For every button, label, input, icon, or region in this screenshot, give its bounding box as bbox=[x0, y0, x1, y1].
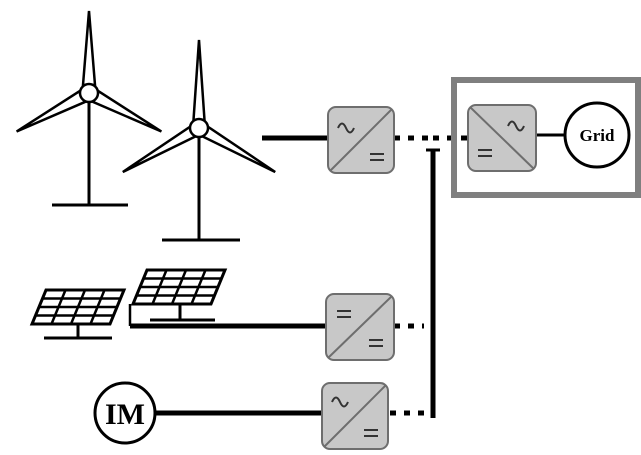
motor-converter bbox=[321, 382, 389, 450]
ac-symbol-icon bbox=[331, 396, 349, 408]
ac-symbol-icon bbox=[507, 120, 525, 132]
wind-converter bbox=[327, 106, 395, 174]
solar-panel-1 bbox=[30, 288, 126, 340]
ac-symbol-icon bbox=[337, 122, 355, 134]
dc-symbol-icon bbox=[478, 149, 492, 157]
grid-label: Grid bbox=[580, 126, 615, 145]
dc-input-symbol-icon bbox=[337, 310, 351, 318]
dc-symbol-icon bbox=[364, 429, 378, 437]
grid-node: Grid bbox=[563, 101, 631, 169]
solar-panel-2 bbox=[128, 268, 227, 326]
wind-turbine-1 bbox=[12, 9, 166, 207]
grid-inverter bbox=[467, 104, 537, 172]
wind-turbine-2 bbox=[118, 38, 280, 242]
dc-symbol-icon bbox=[370, 153, 384, 161]
motor-label: IM bbox=[105, 398, 145, 431]
induction-machine-icon: IM bbox=[93, 381, 157, 445]
solar-panel-icon bbox=[30, 268, 227, 340]
connections bbox=[130, 133, 565, 418]
wind-turbine-icon bbox=[12, 9, 280, 242]
grid-connection-box: Grid bbox=[451, 77, 641, 198]
solar-converter bbox=[325, 293, 395, 361]
dc-output-symbol-icon bbox=[369, 339, 383, 347]
